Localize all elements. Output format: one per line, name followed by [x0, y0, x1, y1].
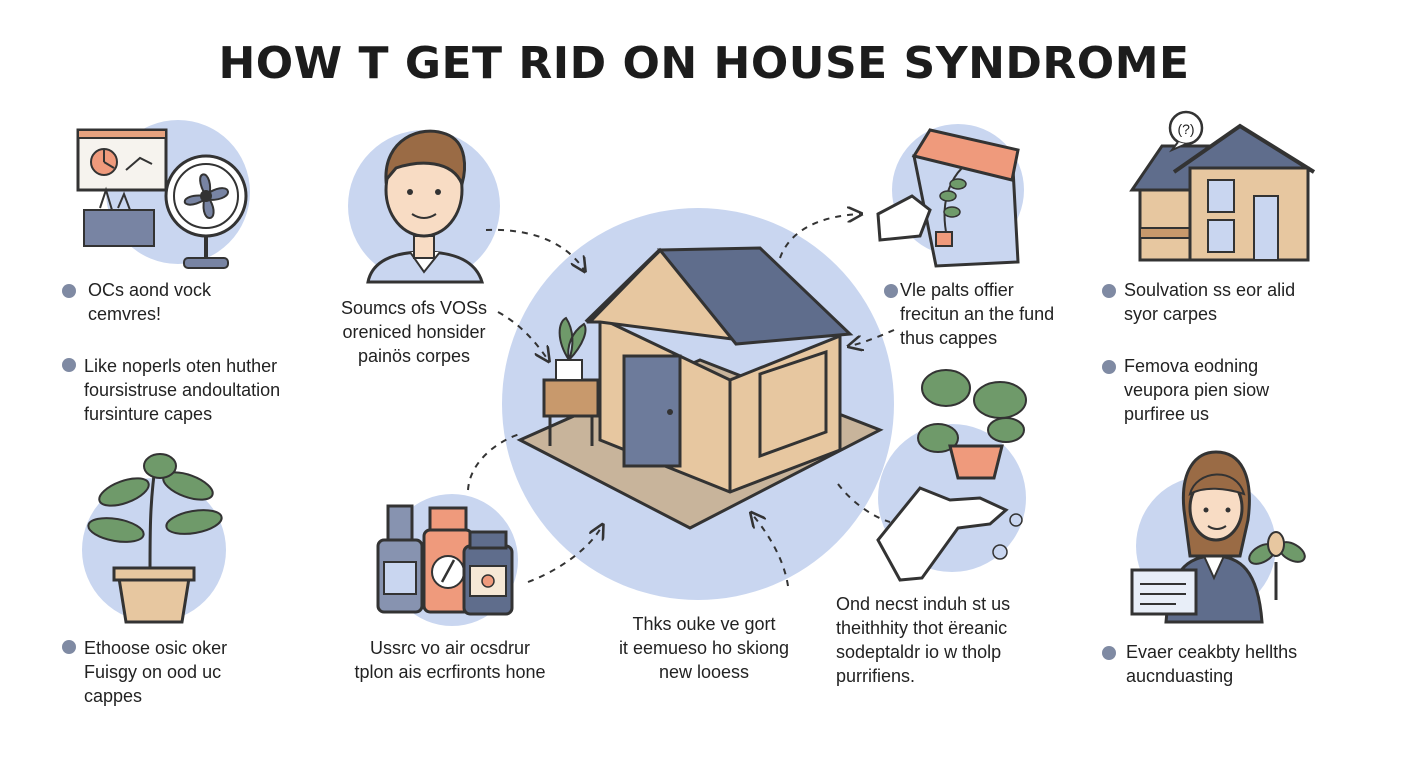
- house-two-story-icon: [1129, 110, 1316, 262]
- person-man-icon: [348, 129, 500, 284]
- right-item-3: Evaer ceakbty hellths aucnduasting: [1126, 642, 1298, 686]
- bag-caption: Vle palts offier frecitun an the fund th…: [900, 280, 1055, 348]
- right-item-2: Femova eodning veupora pien siow purfire…: [1124, 356, 1270, 424]
- bullet-dot: [62, 358, 76, 372]
- bullet-dot: [1102, 646, 1116, 660]
- bullet-dot: [62, 284, 76, 298]
- hand-icon: [876, 369, 1027, 582]
- bottles-icon: [376, 494, 518, 626]
- hand-caption: Ond necst induh st us theithhity thot ër…: [836, 594, 1011, 686]
- house-sign-text: (?): [1177, 121, 1194, 137]
- fan-icon: [164, 154, 248, 269]
- house-caption: Thks ouke ve gort it eemueso ho skiong n…: [618, 614, 790, 682]
- bullet-dot: [884, 284, 898, 298]
- left-item-3: Ethoose osic oker Fuisgy on ood uc cappe…: [84, 638, 228, 706]
- person-woman-icon: [1130, 450, 1306, 624]
- person-caption: Soumcs ofs VOSs oreniced honsider painös…: [340, 298, 488, 366]
- connector-arrows: [467, 214, 895, 587]
- left-item-2: Like noperls oten huther foursistruse an…: [84, 356, 281, 424]
- bullet-dot: [62, 640, 76, 654]
- right-item-1: Soulvation ss eor alid syor carpes: [1124, 280, 1296, 324]
- bullet-dot: [1102, 360, 1116, 374]
- left-item-1: OCs aond vock cemvres!: [88, 280, 212, 324]
- bag-icon: [876, 124, 1024, 268]
- page-title: HOW T GET RID ON HOUSE SYNDROME: [218, 38, 1190, 89]
- bottles-caption: Ussrc vo air ocsdrur tplon ais ecrfiront…: [354, 638, 546, 682]
- bullet-dot: [1102, 284, 1116, 298]
- house-icon: [502, 208, 894, 600]
- plant-icon: [82, 453, 226, 624]
